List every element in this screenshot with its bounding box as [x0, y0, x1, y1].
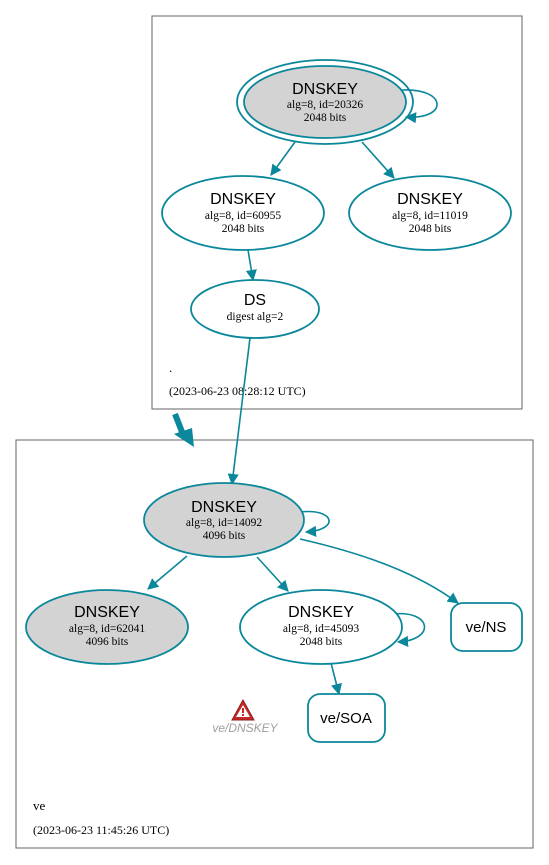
delegation-arrowhead — [174, 428, 194, 447]
svg-text:ve/NS: ve/NS — [466, 619, 507, 636]
svg-text:alg=8, id=45093: alg=8, id=45093 — [283, 623, 359, 635]
edge-ve-ksk-to-45093 — [256, 556, 289, 592]
svg-text:digest alg=2: digest alg=2 — [227, 311, 284, 323]
node-ve-ns[interactable]: ve/NS — [450, 602, 523, 652]
node-root-zsk-11019[interactable]: DNSKEY alg=8, id=11019 2048 bits — [348, 175, 512, 251]
svg-text:DNSKEY: DNSKEY — [397, 191, 463, 208]
svg-text:DNSKEY: DNSKEY — [292, 81, 358, 98]
svg-text:DS: DS — [244, 292, 266, 309]
svg-text:ve/DNSKEY: ve/DNSKEY — [212, 721, 278, 735]
svg-text:DNSKEY: DNSKEY — [210, 191, 276, 208]
node-ve-ksk-14092[interactable]: DNSKEY alg=8, id=14092 4096 bits — [143, 482, 305, 558]
svg-text:2048 bits: 2048 bits — [222, 223, 265, 235]
node-ds[interactable]: DS digest alg=2 — [190, 279, 320, 339]
ve-zone-box — [15, 439, 534, 849]
svg-text:2048 bits: 2048 bits — [300, 636, 343, 648]
edge-root-ksk-self — [401, 89, 438, 124]
svg-text:alg=8, id=11019: alg=8, id=11019 — [392, 210, 468, 222]
ve-zone-name: ve — [33, 798, 46, 813]
svg-text:alg=8, id=20326: alg=8, id=20326 — [287, 99, 363, 111]
root-zone-name: . — [169, 360, 172, 375]
warning-icon — [231, 698, 255, 721]
svg-text:2048 bits: 2048 bits — [304, 112, 347, 124]
edge-root-ksk-to-zsk1 — [270, 141, 296, 176]
edge-45093-to-soa — [330, 662, 342, 696]
node-ve-soa[interactable]: ve/SOA — [307, 693, 386, 743]
edge-ve-ksk-to-ns — [299, 538, 459, 604]
ve-zone-timestamp: (2023-06-23 11:45:26 UTC) — [33, 823, 169, 837]
svg-text:DNSKEY: DNSKEY — [191, 499, 257, 516]
svg-text:4096 bits: 4096 bits — [203, 530, 246, 542]
edge-ve-ksk-to-62041 — [147, 555, 188, 590]
edge-45093-self — [392, 612, 426, 648]
svg-text:4096 bits: 4096 bits — [86, 636, 129, 648]
edge-ds-to-ve-ksk — [227, 337, 251, 486]
node-root-zsk-60955[interactable]: DNSKEY alg=8, id=60955 2048 bits — [161, 175, 325, 251]
edge-zsk1-to-ds — [245, 249, 257, 282]
svg-text:DNSKEY: DNSKEY — [74, 604, 140, 621]
node-ve-dnskey-warning[interactable]: ve/DNSKEY — [212, 698, 279, 735]
node-ve-key-62041[interactable]: DNSKEY alg=8, id=62041 4096 bits — [25, 589, 189, 665]
edge-root-ksk-to-zsk2 — [361, 141, 395, 179]
root-zone-timestamp: (2023-06-23 08:28:12 UTC) — [169, 384, 306, 398]
svg-text:ve/SOA: ve/SOA — [320, 710, 372, 727]
svg-text:alg=8, id=14092: alg=8, id=14092 — [186, 517, 262, 529]
svg-text:DNSKEY: DNSKEY — [288, 604, 354, 621]
edge-ve-ksk-self — [299, 510, 330, 537]
node-root-ksk[interactable]: DNSKEY alg=8, id=20326 2048 bits — [236, 59, 414, 145]
svg-text:alg=8, id=62041: alg=8, id=62041 — [69, 623, 145, 635]
node-ve-key-45093[interactable]: DNSKEY alg=8, id=45093 2048 bits — [239, 589, 403, 665]
svg-text:alg=8, id=60955: alg=8, id=60955 — [205, 210, 281, 222]
svg-text:2048 bits: 2048 bits — [409, 223, 452, 235]
root-zone-box — [151, 15, 523, 410]
